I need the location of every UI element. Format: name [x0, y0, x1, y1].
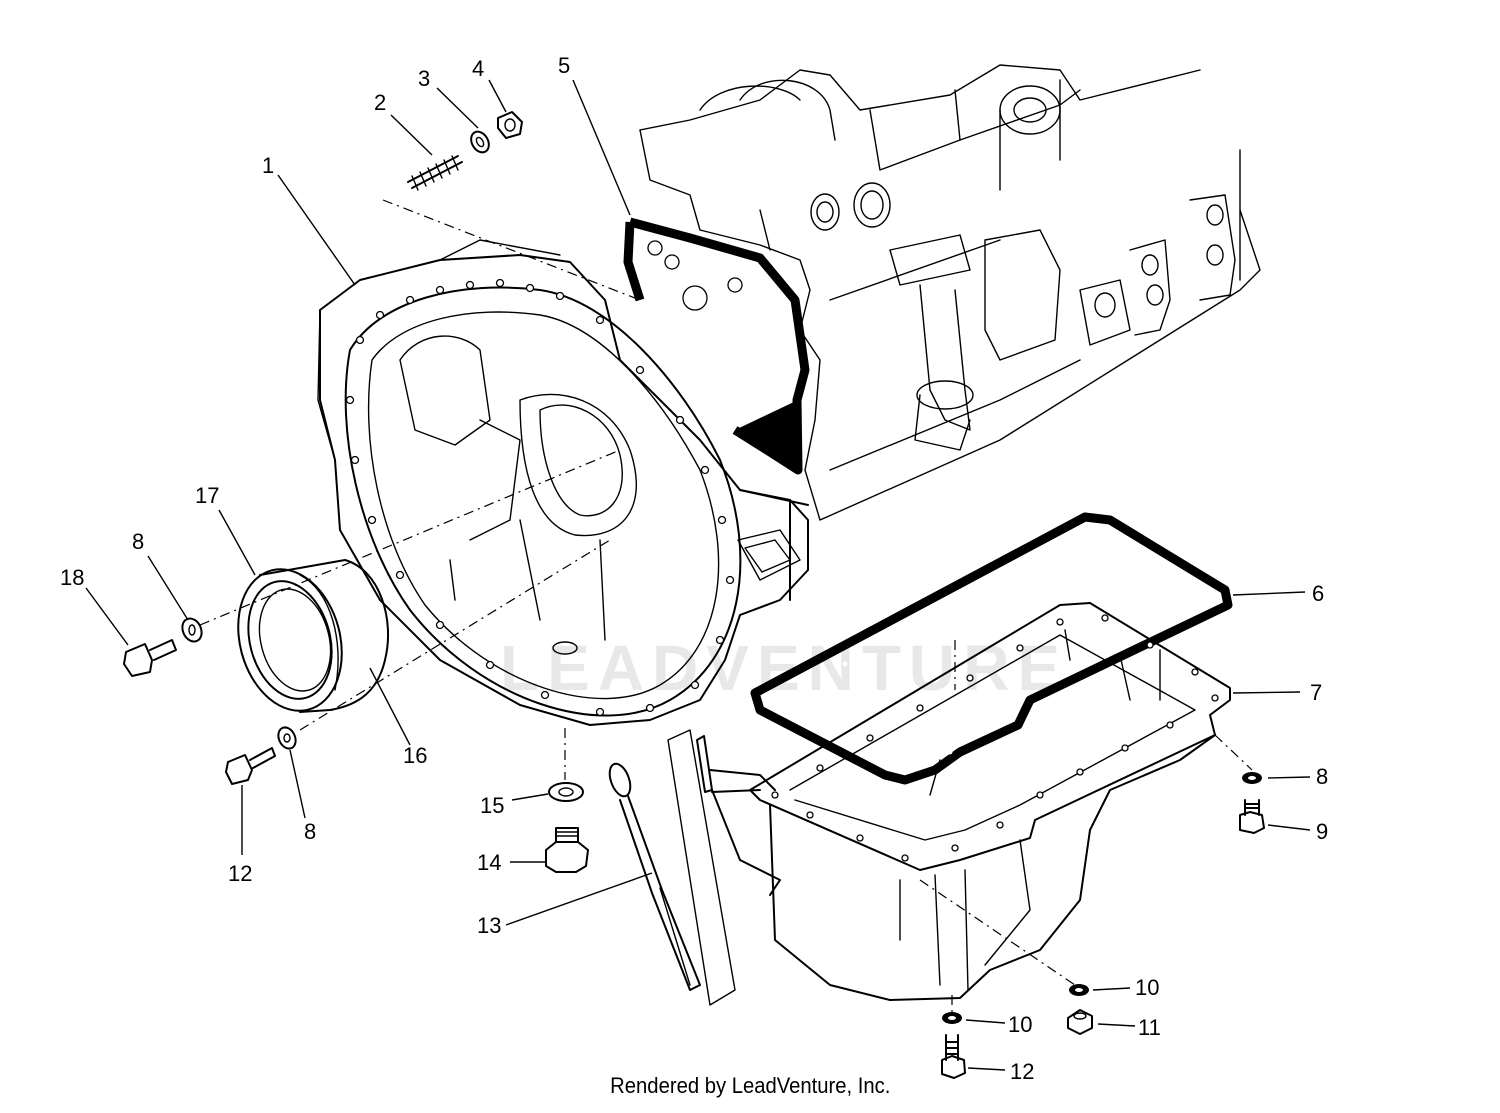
callout-10-bottom: 10	[1008, 1012, 1032, 1037]
callout-18: 18	[60, 565, 84, 590]
housing-bolt-holes	[345, 278, 735, 717]
callout-8-lower: 8	[304, 819, 316, 844]
callout-2: 2	[374, 90, 386, 115]
callout-1: 1	[262, 153, 274, 178]
part-5-gasket-plate	[623, 217, 810, 475]
part-12-bolt-bottom	[941, 1034, 966, 1079]
part-14-drain-plug	[545, 827, 589, 873]
part-8-washer-lower	[277, 726, 297, 750]
part-10-washer-bottom	[942, 1012, 962, 1024]
callout-10-right: 10	[1135, 975, 1159, 1000]
footer-text: Rendered by LeadVenture, Inc.	[609, 1073, 891, 1098]
part-7-oil-pan	[749, 602, 1231, 1001]
callout-9: 9	[1316, 819, 1328, 844]
callout-5: 5	[558, 53, 570, 78]
callout-11: 11	[1138, 1015, 1161, 1040]
callout-leaders	[85, 79, 1311, 1071]
callout-labels: 1 2 3 4 5 6 7 8 8 8 9 10 10 11 12 12 13 …	[60, 53, 1328, 1084]
part-11-nut	[1067, 1009, 1093, 1035]
part-2-stud	[407, 155, 463, 191]
part-10-washer-right	[1069, 984, 1089, 996]
watermark-text: LEADVENTURE	[500, 632, 1068, 704]
callout-8-upper: 8	[132, 529, 144, 554]
part-18-bolt	[123, 639, 177, 677]
part-1-flywheel-housing	[317, 239, 809, 726]
part-9-bolt	[1239, 799, 1265, 834]
part-4-nut	[497, 111, 523, 139]
part-13-dipstick	[608, 729, 781, 1006]
callout-3: 3	[418, 66, 430, 91]
part-8-washer-right	[1242, 772, 1262, 784]
callout-17: 17	[195, 483, 219, 508]
callout-4: 4	[472, 56, 484, 81]
callout-15: 15	[480, 793, 504, 818]
footer-credit: Rendered by LeadVenture, Inc.	[0, 1073, 1500, 1099]
part-17-oil-seal	[237, 568, 343, 712]
callout-7: 7	[1310, 680, 1322, 705]
callout-14: 14	[477, 850, 501, 875]
engine-block	[639, 64, 1261, 521]
callout-8-right: 8	[1316, 764, 1328, 789]
callout-12-bottom: 12	[1010, 1059, 1034, 1084]
part-12-bolt-left	[225, 747, 276, 785]
callout-13: 13	[477, 913, 501, 938]
part-16-seal-retainer	[259, 559, 389, 713]
part-3-washer	[470, 130, 490, 154]
alignment-lines	[199, 199, 1253, 1012]
callout-12-left: 12	[228, 861, 252, 886]
callout-16: 16	[403, 743, 427, 768]
part-15-washer	[548, 782, 584, 802]
callout-6: 6	[1312, 581, 1324, 606]
part-8-washer-upper	[181, 617, 203, 643]
part-6-oil-pan-gasket	[750, 512, 1233, 785]
